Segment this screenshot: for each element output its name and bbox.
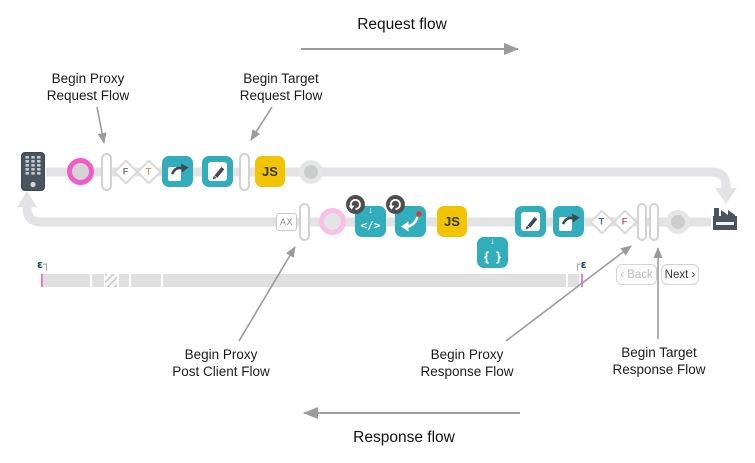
- annotation-line: Begin Proxy: [430, 347, 504, 362]
- timeline-segment-hatched[interactable]: [105, 274, 117, 287]
- annotation-begin-proxy-response: Begin Proxy Response Flow: [397, 346, 537, 381]
- timeline-segment[interactable]: [163, 274, 566, 287]
- annotation-line: Begin Proxy: [51, 71, 125, 86]
- edit-message-policy-icon-response[interactable]: [515, 206, 546, 237]
- condition-diamond-true-response[interactable]: T: [589, 209, 615, 235]
- flow-marker-begin-target-response[interactable]: [649, 203, 659, 241]
- timeline-segment[interactable]: [92, 274, 104, 287]
- annotation-begin-target-request: Begin Target Request Flow: [221, 70, 341, 105]
- arrow-to-target-request-marker: [250, 106, 273, 141]
- condition-letter: F: [123, 166, 129, 177]
- timeline-segment[interactable]: [568, 274, 579, 287]
- timeline-segment[interactable]: [119, 274, 129, 287]
- annotation-begin-proxy-request: Begin Proxy Request Flow: [28, 70, 148, 105]
- bracket-glyph: ┐: [43, 258, 50, 271]
- js-label: JS: [262, 164, 278, 179]
- javascript-policy-icon-response[interactable]: JS: [437, 206, 467, 237]
- timeline-epsilon-right: ┌ε: [574, 259, 587, 270]
- epsilon-label: ε: [37, 258, 44, 271]
- request-track-arrowhead: [715, 188, 737, 204]
- epsilon-label: ε: [580, 258, 587, 271]
- timeline-epsilon-left: ε┐: [37, 259, 50, 270]
- annotation-line: Response Flow: [612, 362, 706, 378]
- condition-letter: T: [146, 166, 152, 177]
- condition-letter: F: [622, 216, 628, 227]
- javascript-policy-icon[interactable]: JS: [255, 156, 285, 187]
- flow-marker-begin-proxy-post-client[interactable]: [299, 203, 310, 241]
- annotation-begin-target-response: Begin Target Response Flow: [590, 344, 728, 379]
- flow-marker-begin-proxy-request[interactable]: [101, 153, 112, 191]
- down-arrow-icon: ↓: [490, 236, 495, 246]
- transition-dot-response[interactable]: [666, 210, 690, 234]
- response-flow-title: Response flow: [353, 429, 455, 446]
- braces-policy-icon[interactable]: ↓ { }: [477, 237, 508, 268]
- ax-label: AX: [279, 217, 293, 227]
- condition-diamond-false-response[interactable]: F: [612, 209, 638, 235]
- annotation-line: Begin Target: [621, 345, 697, 360]
- bracket-glyph: ┌: [574, 258, 581, 271]
- annotation-begin-proxy-post-client: Begin Proxy Post Client Flow: [151, 346, 291, 381]
- brace-glyph: {: [483, 249, 489, 264]
- annotation-line: Begin Proxy: [184, 347, 258, 362]
- request-flow-title: Request flow: [357, 16, 447, 33]
- brace-glyph: }: [496, 249, 502, 264]
- edit-message-policy-icon[interactable]: [202, 156, 233, 187]
- transition-dot-request[interactable]: [299, 160, 323, 184]
- condition-diamond-true[interactable]: T: [136, 159, 162, 185]
- annotation-line: Request Flow: [46, 88, 130, 104]
- timeline-end-tick: [581, 274, 583, 287]
- js-label: JS: [444, 214, 460, 229]
- arrow-to-proxy-response-marker: [505, 245, 632, 342]
- loop-badge-icon: [386, 195, 405, 214]
- back-button[interactable]: ‹ Back: [616, 264, 657, 285]
- forward-message-policy-icon[interactable]: [162, 156, 193, 187]
- client-phone-icon[interactable]: [21, 152, 45, 196]
- post-client-start-node[interactable]: [319, 208, 346, 235]
- condition-diamond-false[interactable]: F: [113, 159, 139, 185]
- code-glyph: </>: [360, 219, 381, 232]
- arrow-to-proxy-request-marker: [96, 106, 107, 144]
- flow-marker-begin-proxy-response[interactable]: [637, 203, 647, 241]
- timeline-start-tick: [41, 274, 43, 287]
- target-factory-icon[interactable]: [711, 206, 739, 237]
- annotation-line: Begin Target: [243, 71, 319, 86]
- annotation-line: Post Client Flow: [172, 364, 270, 380]
- client-start-node[interactable]: [67, 158, 94, 185]
- analytics-step-badge[interactable]: AX: [276, 213, 297, 231]
- timeline-segment[interactable]: [131, 274, 161, 287]
- loop-badge-icon: [346, 195, 365, 214]
- annotation-line: Response Flow: [420, 364, 514, 380]
- annotation-line: Request Flow: [239, 88, 323, 104]
- arrow-to-proxy-post-client-marker: [238, 246, 296, 342]
- flow-marker-begin-target-request[interactable]: [239, 153, 250, 191]
- condition-letter: T: [599, 216, 605, 227]
- forward-message-policy-icon-response[interactable]: [553, 206, 584, 237]
- next-button[interactable]: Next ›: [661, 264, 699, 285]
- timeline-segment[interactable]: [43, 274, 90, 287]
